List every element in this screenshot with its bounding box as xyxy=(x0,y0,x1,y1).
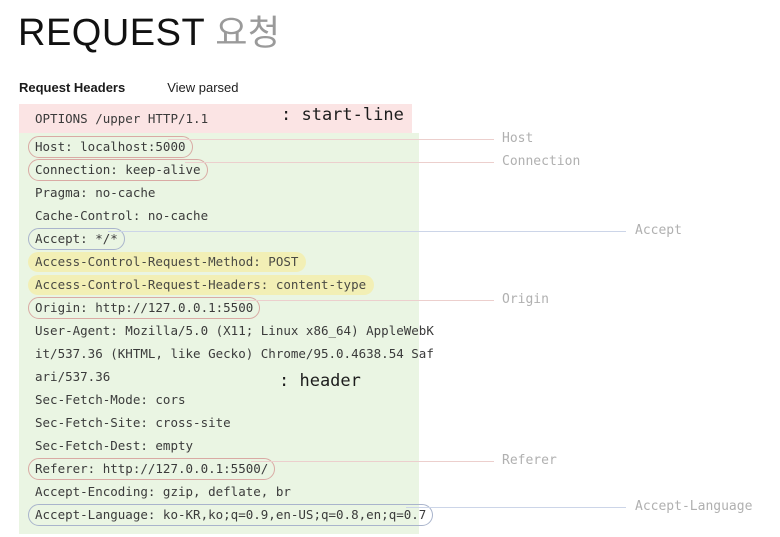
header-mark-acr-headers: Access-Control-Request-Headers: content-… xyxy=(28,275,375,295)
start-line-block: OPTIONS /upper HTTP/1.1 xyxy=(19,104,412,133)
header-line: ari/537.36 xyxy=(35,369,111,384)
leader-line-connection xyxy=(185,162,494,163)
header-pill-accept[interactable]: Accept: */* xyxy=(28,228,125,250)
side-label-host: Host xyxy=(502,131,534,146)
header-pill-accept-language[interactable]: Accept-Language: ko-KR,ko;q=0.9,en-US;q=… xyxy=(28,504,434,526)
start-line-text: OPTIONS /upper HTTP/1.1 xyxy=(35,111,209,126)
side-label-accept-language: Accept-Language xyxy=(635,499,753,514)
header-line: Sec-Fetch-Mode: cors xyxy=(35,392,186,407)
page-title-sub: 요청 xyxy=(215,14,281,53)
tab-view-parsed[interactable]: View parsed xyxy=(167,80,239,95)
leader-line-accept xyxy=(108,231,626,232)
header-pill-connection[interactable]: Connection: keep-alive xyxy=(28,159,208,181)
annotation-start-line: : start-line xyxy=(281,105,404,125)
header-line: Access-Control-Request-Headers: content-… xyxy=(19,273,419,296)
header-line: it/537.36 (KHTML, like Gecko) Chrome/95.… xyxy=(35,346,434,361)
leader-line-referer xyxy=(251,461,494,462)
side-label-origin: Origin xyxy=(502,292,549,307)
header-pill-origin[interactable]: Origin: http://127.0.0.1:5500 xyxy=(28,297,261,319)
page-title-main: REQUEST xyxy=(18,12,206,54)
header-line: Cache-Control: no-cache xyxy=(35,208,209,223)
header-line: Origin: http://127.0.0.1:5500 xyxy=(19,296,419,319)
header-line: Connection: keep-alive xyxy=(19,158,419,181)
leader-line-origin xyxy=(234,300,494,301)
headers-block: Host: localhost:5000 Connection: keep-al… xyxy=(19,133,434,534)
header-pill-host[interactable]: Host: localhost:5000 xyxy=(28,136,193,158)
tab-bar: Request Headers View parsed xyxy=(19,80,239,95)
header-line: User-Agent: Mozilla/5.0 (X11; Linux x86_… xyxy=(35,323,434,338)
header-line: Pragma: no-cache xyxy=(35,185,156,200)
header-pill-referer[interactable]: Referer: http://127.0.0.1:5500/ xyxy=(28,458,276,480)
tab-request-headers[interactable]: Request Headers xyxy=(19,80,126,95)
header-line: Sec-Fetch-Dest: empty xyxy=(35,438,194,453)
header-line: Sec-Fetch-Site: cross-site xyxy=(35,415,231,430)
header-line: Accept-Encoding: gzip, deflate, br xyxy=(35,484,291,499)
header-line: Accept-Language: ko-KR,ko;q=0.9,en-US;q=… xyxy=(19,503,434,526)
raw-headers-panel: OPTIONS /upper HTTP/1.1 Host: localhost:… xyxy=(19,104,434,534)
header-line: Host: localhost:5000 xyxy=(19,135,419,158)
leader-line-accept-language xyxy=(406,507,626,508)
header-line: Access-Control-Request-Method: POST xyxy=(19,250,419,273)
header-line: Accept: */* xyxy=(19,227,419,250)
annotation-header: : header xyxy=(279,371,361,391)
header-mark-acr-method: Access-Control-Request-Method: POST xyxy=(28,252,307,272)
side-label-accept: Accept xyxy=(635,223,682,238)
leader-line-host xyxy=(168,139,494,140)
side-label-referer: Referer xyxy=(502,453,557,468)
header-line: Referer: http://127.0.0.1:5500/ xyxy=(19,457,419,480)
side-label-connection: Connection xyxy=(502,154,581,169)
